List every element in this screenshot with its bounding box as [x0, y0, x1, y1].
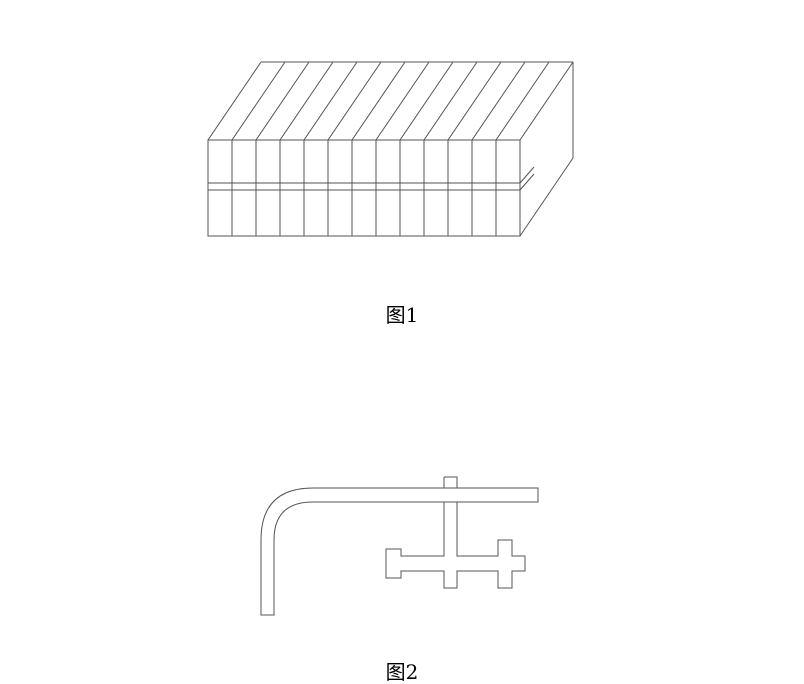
book-top-edge — [351, 61, 406, 141]
book-top-edge — [495, 61, 550, 141]
figure-1-caption: 图1 — [385, 303, 419, 327]
side-band-lower — [519, 173, 535, 191]
book-top-edge — [519, 61, 574, 141]
clamp-screw-handle — [385, 476, 526, 589]
book-top-edge — [327, 61, 382, 141]
book-top-edge — [255, 61, 310, 141]
book-top-edge — [399, 61, 454, 141]
book-top-edge — [207, 61, 262, 141]
book-top-edge — [375, 61, 430, 141]
book-top-edge — [231, 61, 286, 141]
clamp-figure — [260, 476, 539, 616]
book-top-edge — [471, 61, 526, 141]
front-face — [207, 139, 521, 237]
book-top-edge — [303, 61, 358, 141]
book-stack-figure — [207, 61, 574, 237]
figure-2-caption: 图2 — [385, 660, 419, 684]
book-top-edge — [423, 61, 478, 141]
right-side-face — [519, 62, 574, 237]
side-band-upper — [519, 166, 535, 184]
book-top-edge — [279, 61, 334, 141]
clamp-bent-rod — [260, 487, 539, 616]
book-top-edge — [447, 61, 502, 141]
